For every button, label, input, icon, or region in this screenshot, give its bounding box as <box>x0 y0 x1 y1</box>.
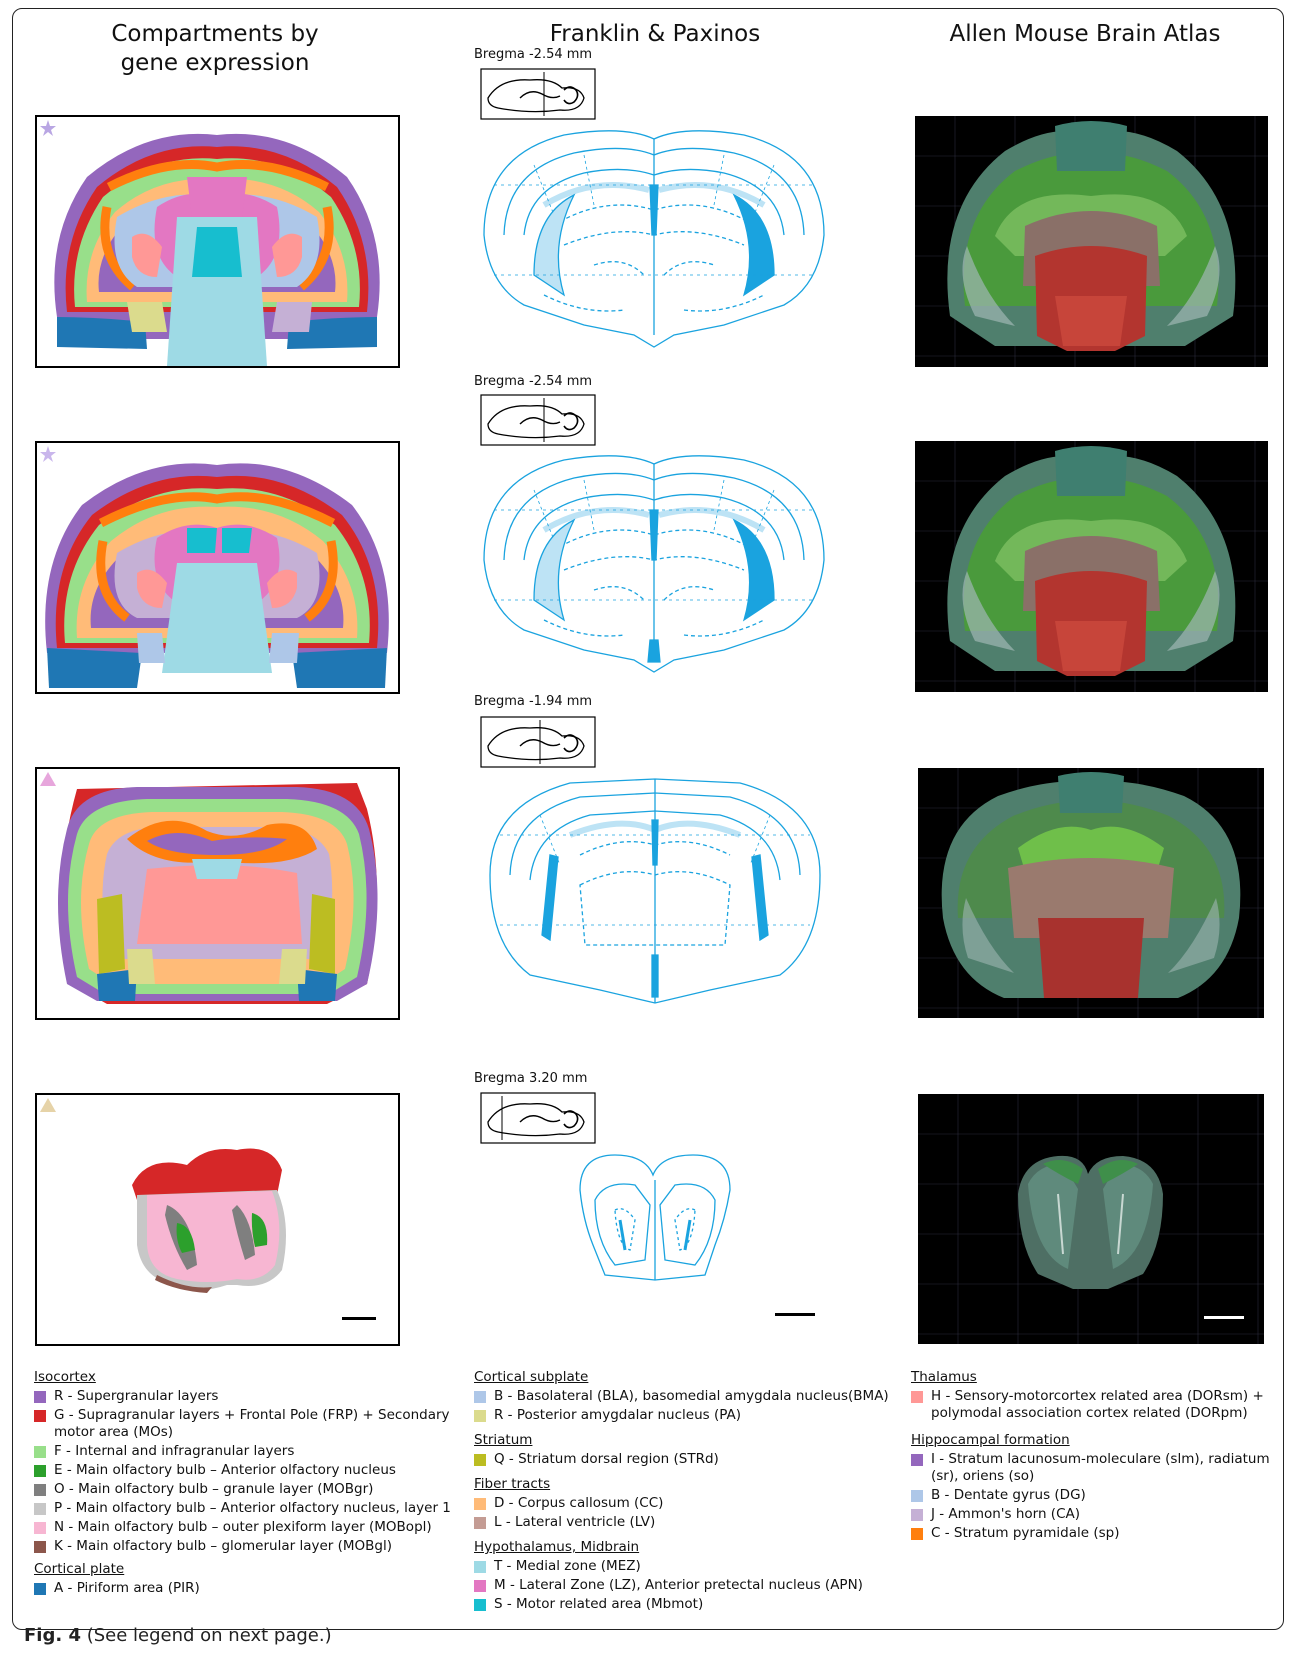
bregma-label-3: Bregma -1.94 mm <box>474 694 592 709</box>
bregma-label-2: Bregma -2.54 mm <box>474 374 592 389</box>
column-title-franklin: Franklin & Paxinos <box>500 20 810 49</box>
legend-swatch <box>911 1490 923 1502</box>
legend-swatch <box>474 1498 486 1510</box>
legend-heading: Cortical subplate <box>474 1369 894 1386</box>
paxinos-section-1 <box>474 125 834 350</box>
legend-item: T - Medial zone (MEZ) <box>474 1558 894 1575</box>
legend-heading: Fiber tracts <box>474 1476 894 1493</box>
scale-bar-paxinos <box>775 1313 815 1316</box>
legend-swatch <box>474 1580 486 1592</box>
compartment-panel-2 <box>35 441 400 694</box>
compartment-panel-4 <box>35 1093 400 1346</box>
legend-item: N - Main olfactory bulb – outer plexifor… <box>34 1519 464 1536</box>
bregma-label-4: Bregma 3.20 mm <box>474 1071 587 1086</box>
caption-text: (See legend on next page.) <box>81 1625 332 1646</box>
allen-atlas-3 <box>918 768 1264 1018</box>
legend-swatch <box>911 1528 923 1540</box>
legend-swatch <box>474 1561 486 1573</box>
column-title-allen: Allen Mouse Brain Atlas <box>930 20 1240 49</box>
legend-item: Q - Striatum dorsal region (STRd) <box>474 1451 894 1468</box>
allen-atlas-4 <box>918 1094 1264 1344</box>
paxinos-section-4 <box>575 1150 735 1285</box>
legend-swatch <box>34 1391 46 1403</box>
sagittal-inset-2 <box>480 394 596 446</box>
compartment-panel-1 <box>35 115 400 368</box>
triangle-marker-4 <box>40 1098 56 1112</box>
legend-swatch <box>34 1541 46 1553</box>
scale-bar-compartment <box>342 1317 376 1320</box>
legend-swatch <box>474 1599 486 1611</box>
legend-swatch <box>34 1410 46 1422</box>
legend-swatch <box>474 1410 486 1422</box>
sagittal-inset-1 <box>480 68 596 120</box>
sagittal-inset-3 <box>480 716 596 768</box>
star-marker-2 <box>40 446 56 462</box>
legend-heading: Cortical plate <box>34 1561 464 1578</box>
legend-column-1: Isocortex R - Supergranular layers G - S… <box>34 1369 464 1599</box>
legend-swatch <box>34 1465 46 1477</box>
allen-atlas-1 <box>915 116 1268 367</box>
legend-swatch <box>474 1517 486 1529</box>
legend-swatch <box>34 1503 46 1515</box>
legend-item: L - Lateral ventricle (LV) <box>474 1514 894 1531</box>
legend-item: S - Motor related area (Mbmot) <box>474 1596 894 1613</box>
legend-item: M - Lateral Zone (LZ), Anterior pretecta… <box>474 1577 894 1594</box>
legend-item: G - Supragranular layers + Frontal Pole … <box>34 1407 464 1441</box>
legend-item: R - Posterior amygdalar nucleus (PA) <box>474 1407 894 1424</box>
legend-item: D - Corpus callosum (CC) <box>474 1495 894 1512</box>
legend-item: C - Stratum pyramidale (sp) <box>911 1525 1276 1542</box>
legend-column-3: Thalamus H - Sensory-motorcortex related… <box>911 1369 1276 1544</box>
legend-item: P - Main olfactory bulb – Anterior olfac… <box>34 1500 464 1517</box>
compartment-panel-3 <box>35 767 400 1020</box>
paxinos-section-2 <box>474 450 834 675</box>
paxinos-section-3 <box>480 775 830 1005</box>
legend-heading: Hypothalamus, Midbrain <box>474 1539 894 1556</box>
legend-item: E - Main olfactory bulb – Anterior olfac… <box>34 1462 464 1479</box>
legend-swatch <box>34 1484 46 1496</box>
bregma-label-1: Bregma -2.54 mm <box>474 47 592 62</box>
figure-label: Fig. 4 <box>24 1625 81 1646</box>
legend-heading: Hippocampal formation <box>911 1432 1276 1449</box>
legend-heading: Striatum <box>474 1432 894 1449</box>
legend-swatch <box>474 1454 486 1466</box>
legend-item: F - Internal and infragranular layers <box>34 1443 464 1460</box>
legend-swatch <box>474 1391 486 1403</box>
legend-item: H - Sensory-motorcortex related area (DO… <box>911 1388 1276 1422</box>
legend-heading: Thalamus <box>911 1369 1276 1386</box>
legend-item: K - Main olfactory bulb – glomerular lay… <box>34 1538 464 1555</box>
legend-swatch <box>34 1583 46 1595</box>
star-marker-1 <box>40 120 56 136</box>
legend-swatch <box>911 1391 923 1403</box>
legend-swatch <box>34 1522 46 1534</box>
legend-item: B - Basolateral (BLA), basomedial amygda… <box>474 1388 894 1405</box>
legend-item: B - Dentate gyrus (DG) <box>911 1487 1276 1504</box>
legend-swatch <box>911 1454 923 1466</box>
legend-item: A - Piriform area (PIR) <box>34 1580 464 1597</box>
legend-item: O - Main olfactory bulb – granule layer … <box>34 1481 464 1498</box>
triangle-marker-3 <box>40 772 56 786</box>
legend-swatch <box>34 1446 46 1458</box>
legend-column-2: Cortical subplate B - Basolateral (BLA),… <box>474 1369 894 1615</box>
sagittal-inset-4 <box>480 1092 596 1144</box>
scale-bar-allen <box>1204 1316 1244 1319</box>
legend-swatch <box>911 1509 923 1521</box>
legend-heading: Isocortex <box>34 1369 464 1386</box>
legend-item: I - Stratum lacunosum-moleculare (slm), … <box>911 1451 1276 1485</box>
figure-caption: Fig. 4 (See legend on next page.) <box>24 1625 332 1646</box>
allen-atlas-2 <box>915 441 1268 692</box>
legend-item: J - Ammon's horn (CA) <box>911 1506 1276 1523</box>
legend-item: R - Supergranular layers <box>34 1388 464 1405</box>
column-title-compartments: Compartments by gene expression <box>85 20 345 78</box>
